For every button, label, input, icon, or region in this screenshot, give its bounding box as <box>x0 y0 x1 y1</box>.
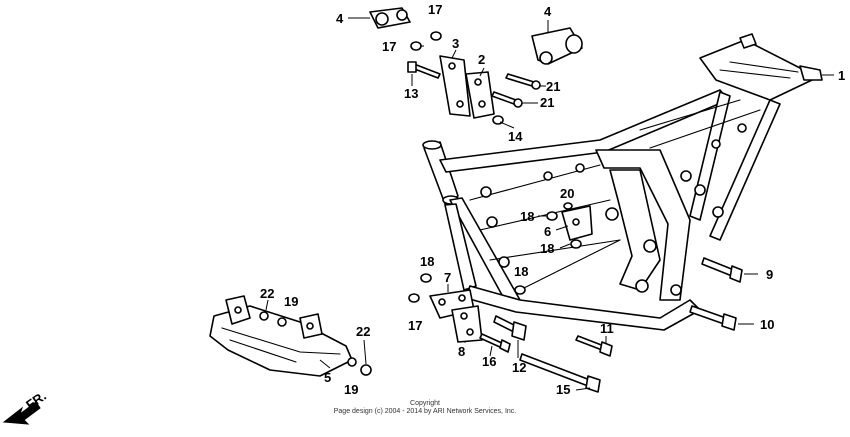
callout-17-top: 17 <box>428 2 442 17</box>
callout-19-low: 19 <box>344 382 358 397</box>
callout-21-top: 21 <box>546 79 560 94</box>
callout-3: 3 <box>452 36 459 51</box>
callout-1: 1 <box>838 68 845 83</box>
callout-11: 11 <box>600 321 614 336</box>
copyright-line-1: Copyright <box>410 400 440 407</box>
callout-6: 6 <box>544 224 551 239</box>
callout-labels: 1 2 3 4 4 5 6 7 8 9 10 11 12 13 14 15 16… <box>260 2 845 397</box>
bolt-12 <box>493 315 527 341</box>
plate-6 <box>561 205 593 241</box>
callout-17-mid: 17 <box>382 39 396 54</box>
rubber-mount-left <box>369 7 411 29</box>
frame-body <box>422 33 823 331</box>
callout-20: 20 <box>560 186 574 201</box>
callout-9: 9 <box>766 267 773 282</box>
arrow-icon <box>2 401 41 425</box>
callout-18-a: 18 <box>520 209 534 224</box>
copyright-line-2: Page design (c) 2004 - 2014 by ARI Netwo… <box>333 408 517 415</box>
leader-lines <box>265 17 834 391</box>
callout-4-left: 4 <box>336 11 344 26</box>
callout-22-left: 22 <box>260 286 274 301</box>
callout-10: 10 <box>760 317 774 332</box>
bolts-21 <box>491 73 541 108</box>
callout-18-c: 18 <box>420 254 434 269</box>
callout-12: 12 <box>512 360 526 375</box>
callout-7: 7 <box>444 270 451 285</box>
callout-13: 13 <box>404 86 418 101</box>
callout-17-low: 17 <box>408 318 422 333</box>
callout-18-b: 18 <box>540 241 554 256</box>
engine-hanger-8 <box>451 305 483 343</box>
callout-8: 8 <box>458 344 465 359</box>
callout-5: 5 <box>324 370 331 385</box>
callout-4-right: 4 <box>544 4 552 19</box>
callout-16: 16 <box>482 354 496 369</box>
callout-14: 14 <box>508 129 523 144</box>
callout-22-right: 22 <box>356 324 370 339</box>
engine-hanger-2 <box>465 71 495 119</box>
callout-19-top: 19 <box>284 294 298 309</box>
nuts-and-washers <box>259 31 582 376</box>
callout-15: 15 <box>556 382 570 397</box>
callout-2: 2 <box>478 52 485 67</box>
callout-18-d: 18 <box>514 264 528 279</box>
engine-hanger-3 <box>439 55 471 117</box>
callout-21-low: 21 <box>540 95 554 110</box>
bolt-9 <box>701 257 743 283</box>
bolt-11 <box>575 335 613 357</box>
skid-guard-5 <box>209 295 353 377</box>
bolt-10 <box>689 305 737 331</box>
rubber-mount-right <box>531 27 583 65</box>
bolt-13 <box>407 61 441 79</box>
bolt-16 <box>479 333 511 353</box>
